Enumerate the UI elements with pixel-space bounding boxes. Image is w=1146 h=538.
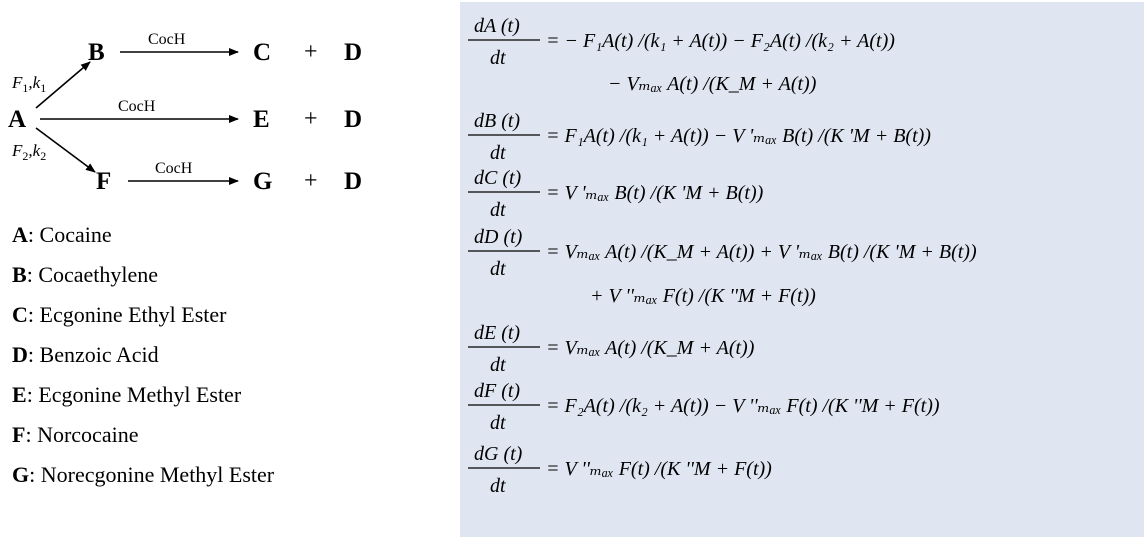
eq-d-continuation: + V ''ₘₐₓ F(t) /(K ''M + F(t)) [590,285,816,307]
legend-item: B: Cocaethylene [12,262,159,287]
enzyme-label: CocH [118,98,156,115]
species-a: A [8,106,26,133]
eq-f-rhs: = F₂A(t) /(k₂ + A(t)) − V ''ₘₐₓ F(t) /(K… [546,395,940,417]
rate-label-1: F1,k1 [11,73,46,95]
species-d: D [344,168,362,195]
eq-g-denominator: dt [490,475,506,497]
species-d: D [344,39,362,66]
legend-item: C: Ecgonine Ethyl Ester [12,302,227,327]
species-b: B [88,39,105,66]
eq-f-denominator: dt [490,412,506,434]
species-f: F [96,168,111,195]
legend-item: G: Norecgonine Methyl Ester [12,462,275,487]
eq-d-rhs: = Vₘₐₓ A(t) /(K_M + A(t)) + V 'ₘₐₓ B(t) … [546,241,977,263]
eq-f-numerator: dF (t) [474,380,520,402]
enzyme-label: CocH [155,160,193,177]
species-g: G [253,168,272,195]
eq-e-rhs: = Vₘₐₓ A(t) /(K_M + A(t)) [546,337,755,359]
legend-item: E: Ecgonine Methyl Ester [12,382,242,407]
eq-a-denominator: dt [490,47,506,69]
eq-d-numerator: dD (t) [474,226,523,248]
eq-e-denominator: dt [490,354,506,376]
eq-b-rhs: = F₁A(t) /(k₁ + A(t)) − V 'ₘₐₓ B(t) /(K … [546,125,931,147]
eq-d-denominator: dt [490,258,506,280]
arrow-a-to-b [35,61,91,109]
legend-item: F: Norcocaine [12,422,139,447]
legend-item: D: Benzoic Acid [12,342,159,367]
eq-a-numerator: dA (t) [474,15,520,37]
eq-b-numerator: dB (t) [474,110,520,132]
eq-c-denominator: dt [490,199,506,221]
eq-a-continuation: − Vₘₐₓ A(t) /(K_M + A(t)) [608,73,817,95]
equations-svg: dA (t) dt = − F₁A(t) /(k₁ + A(t)) − F₂A(… [468,15,977,497]
equations-panel: dA (t) dt = − F₁A(t) /(k₁ + A(t)) − F₂A(… [460,2,1144,537]
species-legend: A: Cocaine B: Cocaethylene C: Ecgonine E… [12,222,432,502]
rate-label-2: F2,k2 [11,141,46,163]
eq-c-rhs: = V 'ₘₐₓ B(t) /(K 'M + B(t)) [546,182,764,204]
legend-item: A: Cocaine [12,222,112,247]
eq-c-numerator: dC (t) [474,167,522,189]
eq-g-rhs: = V ''ₘₐₓ F(t) /(K ''M + F(t)) [546,458,772,480]
eq-b-denominator: dt [490,142,506,164]
eq-g-numerator: dG (t) [474,443,523,465]
species-c: C [253,39,271,66]
eq-e-numerator: dE (t) [474,322,520,344]
species-d: D [344,106,362,133]
plus-sign: + [304,39,318,65]
reaction-scheme: A B C + D E + D F G + D CocH CocH CocH F… [8,31,362,195]
enzyme-label: CocH [148,31,186,48]
eq-a-rhs: = − F₁A(t) /(k₁ + A(t)) − F₂A(t) /(k₂ + … [546,30,895,52]
species-e: E [253,106,270,133]
plus-sign: + [304,106,318,132]
plus-sign: + [304,168,318,194]
arrow-a-to-f [35,127,96,173]
